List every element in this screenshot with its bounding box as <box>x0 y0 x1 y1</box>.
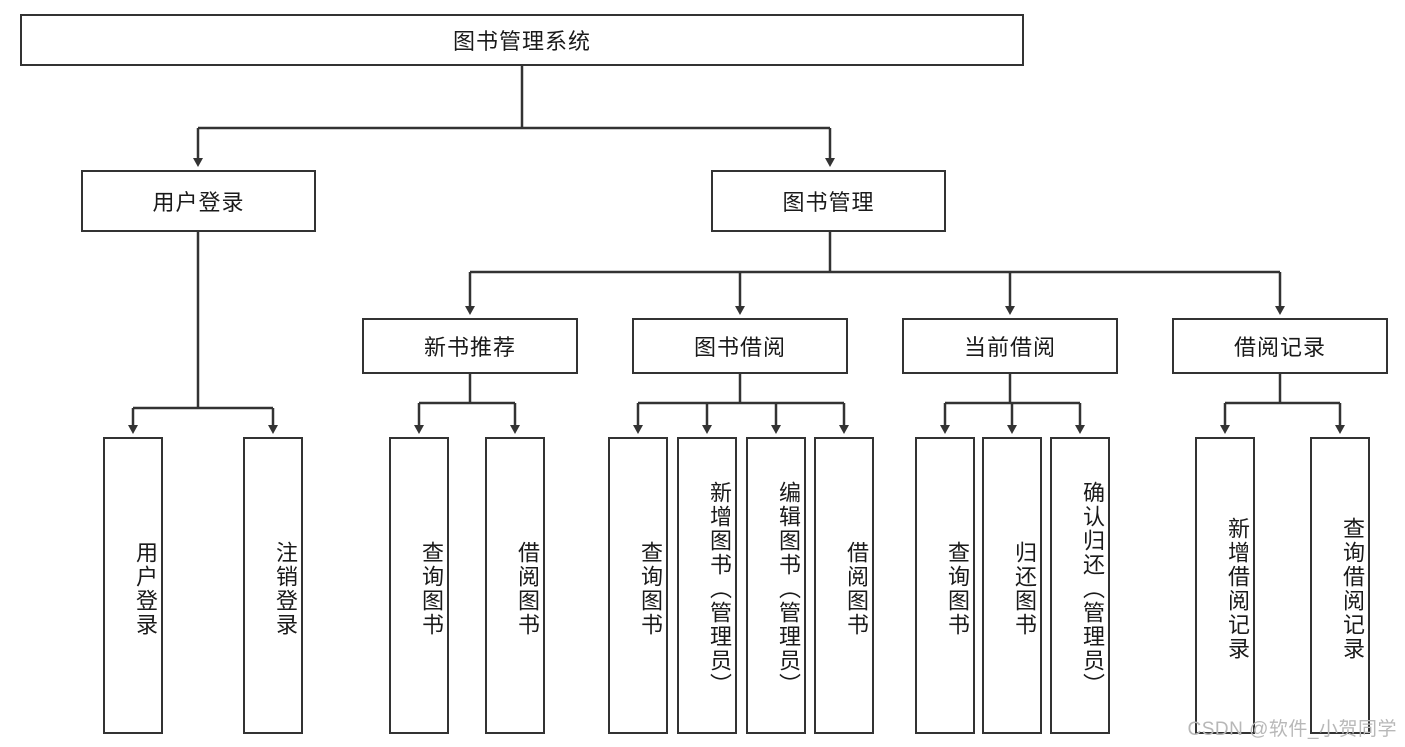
node-book-borrow[interactable]: 图书借阅 <box>632 318 848 374</box>
leaf-current-borrow-query[interactable]: 查询图书 <box>915 437 975 734</box>
leaf-book-borrow-edit[interactable]: 编辑图书（管理员） <box>746 437 806 734</box>
watermark-text: CSDN @软件_小贺同学 <box>1187 719 1397 740</box>
leaf-user-login-login[interactable]: 用户登录 <box>103 437 163 734</box>
leaf-current-borrow-return[interactable]: 归还图书 <box>982 437 1042 734</box>
node-book-management[interactable]: 图书管理 <box>711 170 946 232</box>
node-user-login[interactable]: 用户登录 <box>81 170 316 232</box>
leaf-new-book-borrow[interactable]: 借阅图书 <box>485 437 545 734</box>
node-root[interactable]: 图书管理系统 <box>20 14 1024 66</box>
leaf-current-borrow-confirm-return[interactable]: 确认归还（管理员） <box>1050 437 1110 734</box>
leaf-user-login-logout[interactable]: 注销登录 <box>243 437 303 734</box>
leaf-book-borrow-add[interactable]: 新增图书（管理员） <box>677 437 737 734</box>
leaf-book-borrow-query[interactable]: 查询图书 <box>608 437 668 734</box>
leaf-book-borrow-borrow[interactable]: 借阅图书 <box>814 437 874 734</box>
node-new-book-recommend[interactable]: 新书推荐 <box>362 318 578 374</box>
node-borrow-record[interactable]: 借阅记录 <box>1172 318 1388 374</box>
leaf-borrow-record-query[interactable]: 查询借阅记录 <box>1310 437 1370 734</box>
leaf-new-book-query[interactable]: 查询图书 <box>389 437 449 734</box>
node-current-borrow[interactable]: 当前借阅 <box>902 318 1118 374</box>
leaf-borrow-record-add[interactable]: 新增借阅记录 <box>1195 437 1255 734</box>
